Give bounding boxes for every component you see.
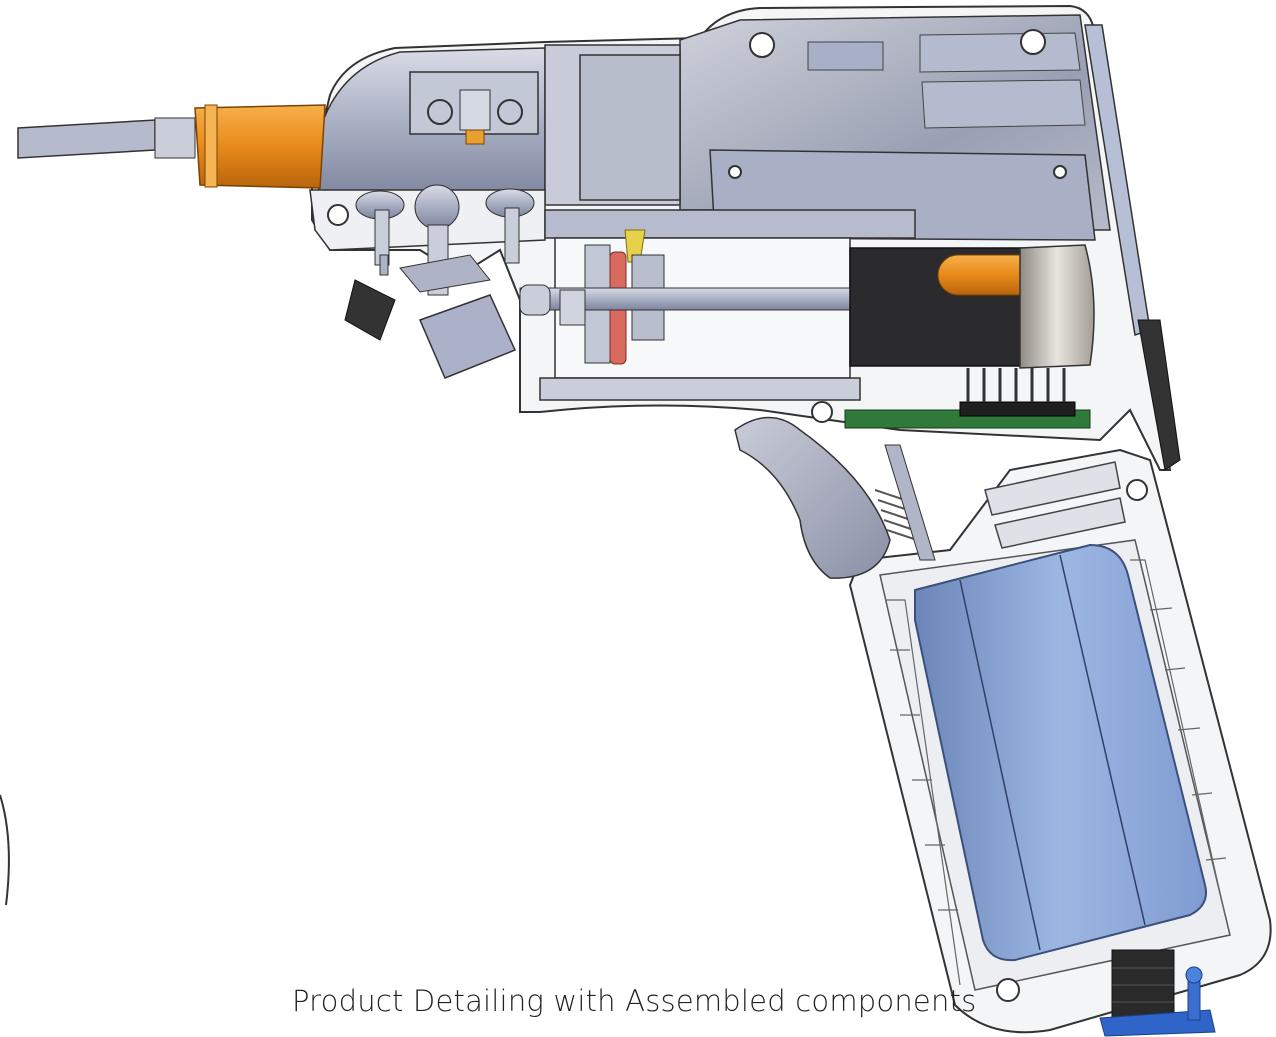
nozzle-assembly <box>17 104 326 189</box>
battery-pack <box>914 543 1207 962</box>
trigger-rod <box>884 444 936 561</box>
upper-panel-2 <box>919 32 1081 73</box>
orange-collet <box>194 104 326 189</box>
loose-washer <box>344 279 396 341</box>
screw-holes <box>327 29 1148 1002</box>
drive-cage <box>519 209 916 401</box>
screw-hole-icon <box>996 978 1020 1002</box>
screw-hole-icon <box>1020 29 1046 55</box>
motor <box>849 244 1095 369</box>
screw-hole-icon <box>327 204 349 226</box>
screw-hole-icon <box>811 401 833 423</box>
bottom-connector <box>1099 949 1216 1037</box>
motor-end-cap <box>1019 244 1095 369</box>
grip-ribs <box>885 559 1227 986</box>
partial-housing-edge <box>0 794 10 906</box>
grip-top-block-1 <box>984 461 1121 516</box>
adjust-knob-right[interactable] <box>485 188 535 264</box>
screw-hole-icon <box>1126 479 1148 501</box>
screw-hole-icon <box>1053 165 1067 179</box>
neck-block <box>579 54 681 201</box>
loose-pad <box>418 294 517 379</box>
trigger-spring <box>874 489 918 541</box>
adjust-knob-left[interactable] <box>355 190 405 276</box>
guide-strip <box>399 254 491 293</box>
pcb-board <box>844 368 1091 429</box>
figure-caption: Product Detailing with Assembled compone… <box>292 984 977 1018</box>
upper-panel-1 <box>807 41 884 71</box>
trigger[interactable] <box>734 416 936 579</box>
screw-hole-icon <box>728 165 742 179</box>
screw-hole-icon <box>749 32 775 58</box>
grip-top-block-2 <box>994 497 1126 549</box>
upper-panel-3 <box>921 79 1086 129</box>
top-clamp <box>409 71 539 145</box>
side-button <box>1137 319 1181 471</box>
